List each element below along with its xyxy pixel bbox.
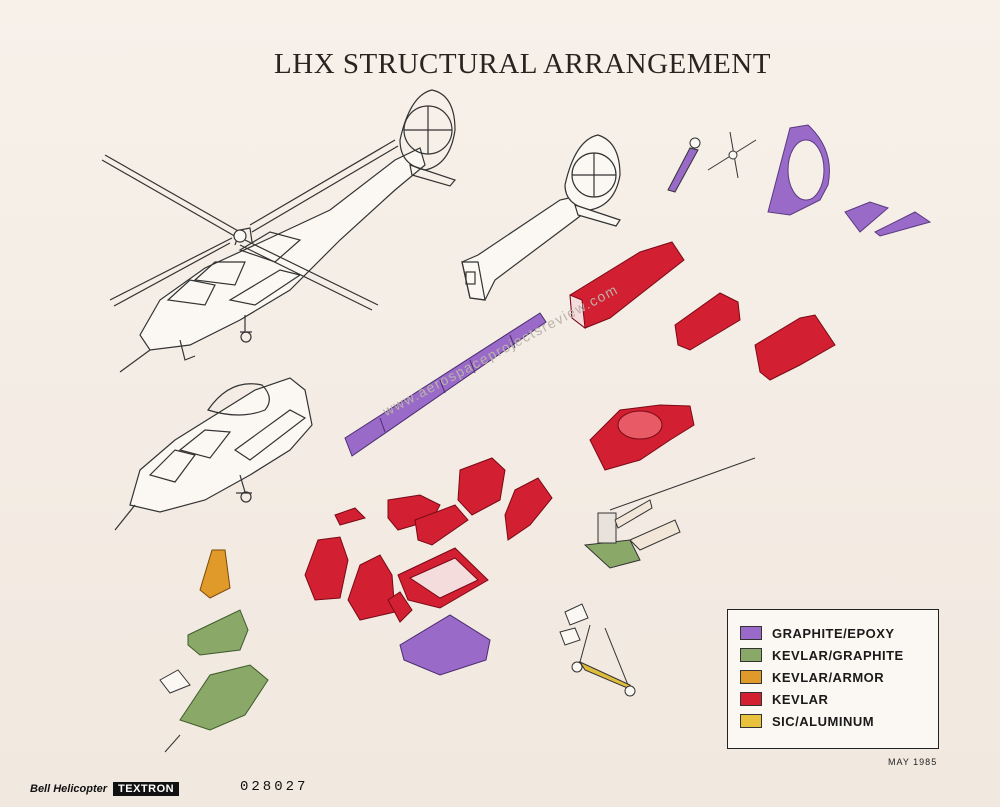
assembled-helicopter xyxy=(101,89,457,373)
crew-floor-structure xyxy=(397,547,489,609)
diagram-title: LHX STRUCTURAL ARRANGEMENT xyxy=(274,48,771,80)
forward-fuselage-shell xyxy=(114,377,313,531)
legend-label: KEVLAR xyxy=(772,691,829,707)
kevlar-canopy-frames xyxy=(334,457,553,546)
fan-shroud-structure xyxy=(767,124,830,216)
legend-swatch xyxy=(740,714,762,728)
engine-cowling xyxy=(589,404,695,471)
legend-item-kevlar: KEVLAR xyxy=(740,691,828,707)
landing-gear xyxy=(559,603,636,697)
legend-label: GRAPHITE/EPOXY xyxy=(772,625,895,641)
photo-number: 028027 xyxy=(240,779,309,795)
tail-rotor-parts xyxy=(667,131,757,193)
company-name: Bell Helicopter xyxy=(30,783,108,795)
legend-label: KEVLAR/ARMOR xyxy=(772,669,885,685)
engine-exhaust-fairing xyxy=(754,314,836,381)
legend-swatch xyxy=(740,648,762,662)
brand-badge: TEXTRON xyxy=(113,782,180,796)
keel-beam xyxy=(344,312,547,457)
kevlar-tailboom xyxy=(569,241,685,330)
legend-swatch xyxy=(740,670,762,684)
armored-seat xyxy=(199,549,231,599)
tailboom-assembly xyxy=(461,134,621,301)
horizontal-stabilizers xyxy=(844,201,932,237)
legend-swatch xyxy=(740,626,762,640)
nose-cone xyxy=(159,664,269,753)
drive-system xyxy=(583,457,756,569)
legend-swatch xyxy=(740,692,762,706)
legend-item-sic-aluminum: SIC/ALUMINUM xyxy=(740,713,874,729)
legend-label: SIC/ALUMINUM xyxy=(772,713,875,729)
date-label: MAY 1985 xyxy=(888,757,938,767)
graphite-floor-panel xyxy=(399,614,491,676)
legend-item-kevlar-graphite: KEVLAR/GRAPHITE xyxy=(740,647,904,663)
footer-credit: Bell Helicopter TEXTRON xyxy=(30,780,180,798)
kevlar-side-panels xyxy=(304,536,413,623)
aft-fairing xyxy=(674,292,741,351)
material-legend: GRAPHITE/EPOXY KEVLAR/GRAPHITE KEVLAR/AR… xyxy=(727,609,939,749)
legend-label: KEVLAR/GRAPHITE xyxy=(772,647,904,663)
legend-item-kevlar-armor: KEVLAR/ARMOR xyxy=(740,669,884,685)
legend-item-graphite-epoxy: GRAPHITE/EPOXY xyxy=(740,625,895,641)
seat-bucket xyxy=(187,609,249,656)
